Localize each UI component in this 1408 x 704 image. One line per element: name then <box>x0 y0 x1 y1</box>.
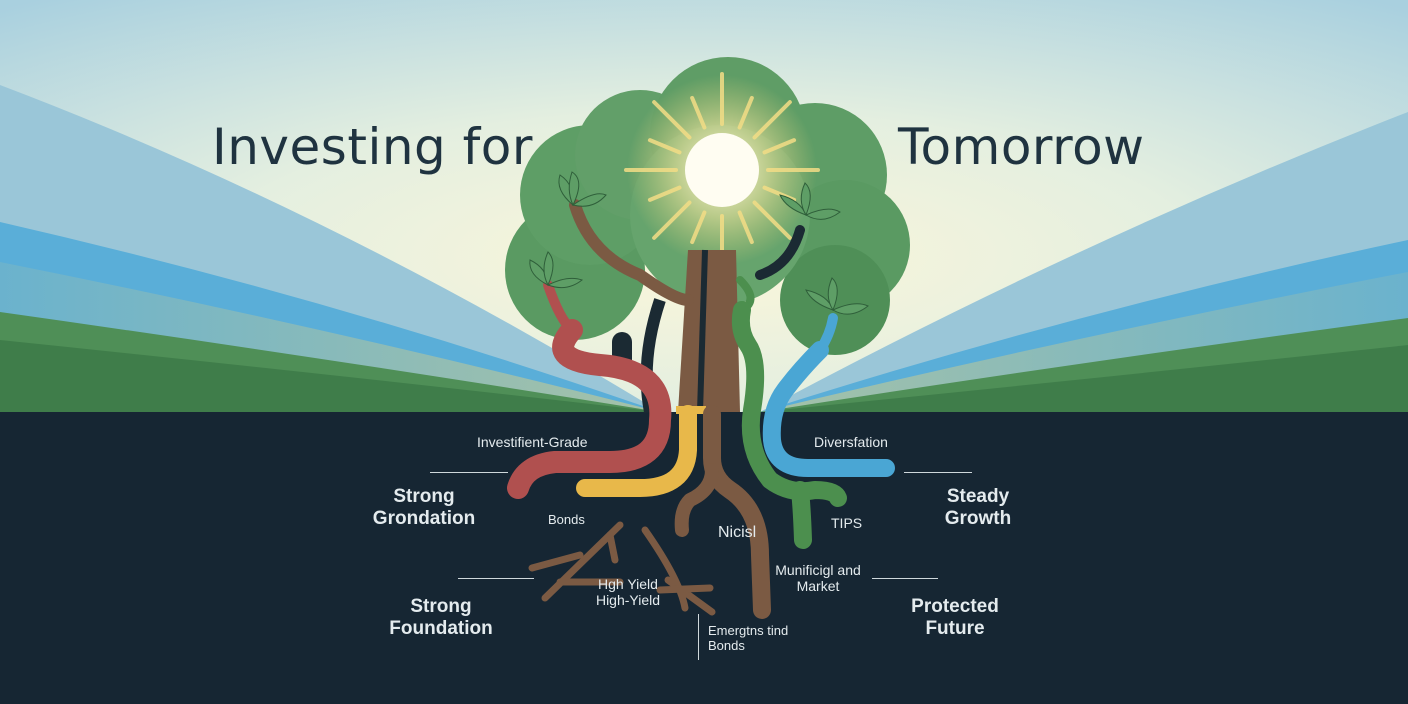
thin-roots <box>528 521 716 616</box>
label-emerging-line2: Bonds <box>708 637 745 653</box>
leader-line <box>430 472 508 473</box>
green-root <box>731 301 847 507</box>
sun-ray <box>652 200 692 240</box>
sun-ray <box>737 210 754 245</box>
sun-ray <box>762 138 797 155</box>
red-root <box>507 319 672 499</box>
trunk-root-left <box>674 463 719 537</box>
title-right: Tomorrow <box>898 118 1145 176</box>
green-root-lower <box>791 481 812 549</box>
label-investment-grade: Investifient-Grade <box>477 434 588 450</box>
leader-line <box>458 578 534 579</box>
sun-ray <box>752 200 792 240</box>
roots <box>507 301 895 619</box>
sun-ray <box>652 100 692 140</box>
label-emerging: Emergtns tind Bonds <box>708 623 789 654</box>
sun-ray <box>647 185 682 202</box>
label-high-yield: Hgh Yield High-Yield <box>596 576 660 608</box>
side-label-right-bottom-line2: Future <box>925 617 985 639</box>
label-municipal: Munificigl and Market <box>775 562 861 594</box>
label-bonds: Bonds <box>548 512 585 527</box>
label-municipal-line2: Market <box>796 578 840 595</box>
label-tips: TIPS <box>831 515 863 531</box>
side-label-right-bottom-line1: Protected <box>911 596 999 617</box>
side-label-left-bottom-line1: Strong <box>410 596 472 617</box>
leader-line <box>698 614 699 660</box>
label-nicisl: Nicisl <box>718 524 757 541</box>
side-label-left-bottom-line2: Foundation <box>389 617 493 639</box>
side-label-left-top: Strong Grondation <box>373 486 475 530</box>
sprout-leaves <box>529 171 869 315</box>
side-label-left-top-line1: Strong <box>393 486 455 507</box>
label-emerging-line1: Emergtns tind <box>708 623 789 638</box>
label-high-yield-line2: High-Yield <box>595 592 661 609</box>
side-label-right-bottom: Protected Future <box>911 596 999 640</box>
leader-line <box>904 472 972 473</box>
sun-ray <box>690 95 707 130</box>
left-hills <box>0 85 660 412</box>
label-high-yield-line1: Hgh Yield <box>598 576 658 592</box>
yellow-root <box>576 405 697 497</box>
title-left: Investing for <box>212 118 533 176</box>
side-label-right-top-line1: Steady <box>946 486 1010 507</box>
leader-line <box>872 578 938 579</box>
label-diversification: Diversfation <box>814 434 888 450</box>
sun <box>624 72 820 268</box>
right-hills <box>760 112 1408 412</box>
sun-ray <box>737 95 754 130</box>
side-label-left-top-line2: Grondation <box>372 507 476 529</box>
blue-root <box>762 341 895 477</box>
sun-ray <box>647 138 682 155</box>
label-municipal-line1: Munificigl and <box>775 562 861 578</box>
side-label-right-top: Steady Growth <box>945 486 1012 530</box>
side-label-left-bottom: Strong Foundation <box>389 596 492 640</box>
sun-ray <box>752 100 792 140</box>
sun-ray <box>690 210 707 245</box>
side-label-right-top-line2: Growth <box>944 507 1012 529</box>
